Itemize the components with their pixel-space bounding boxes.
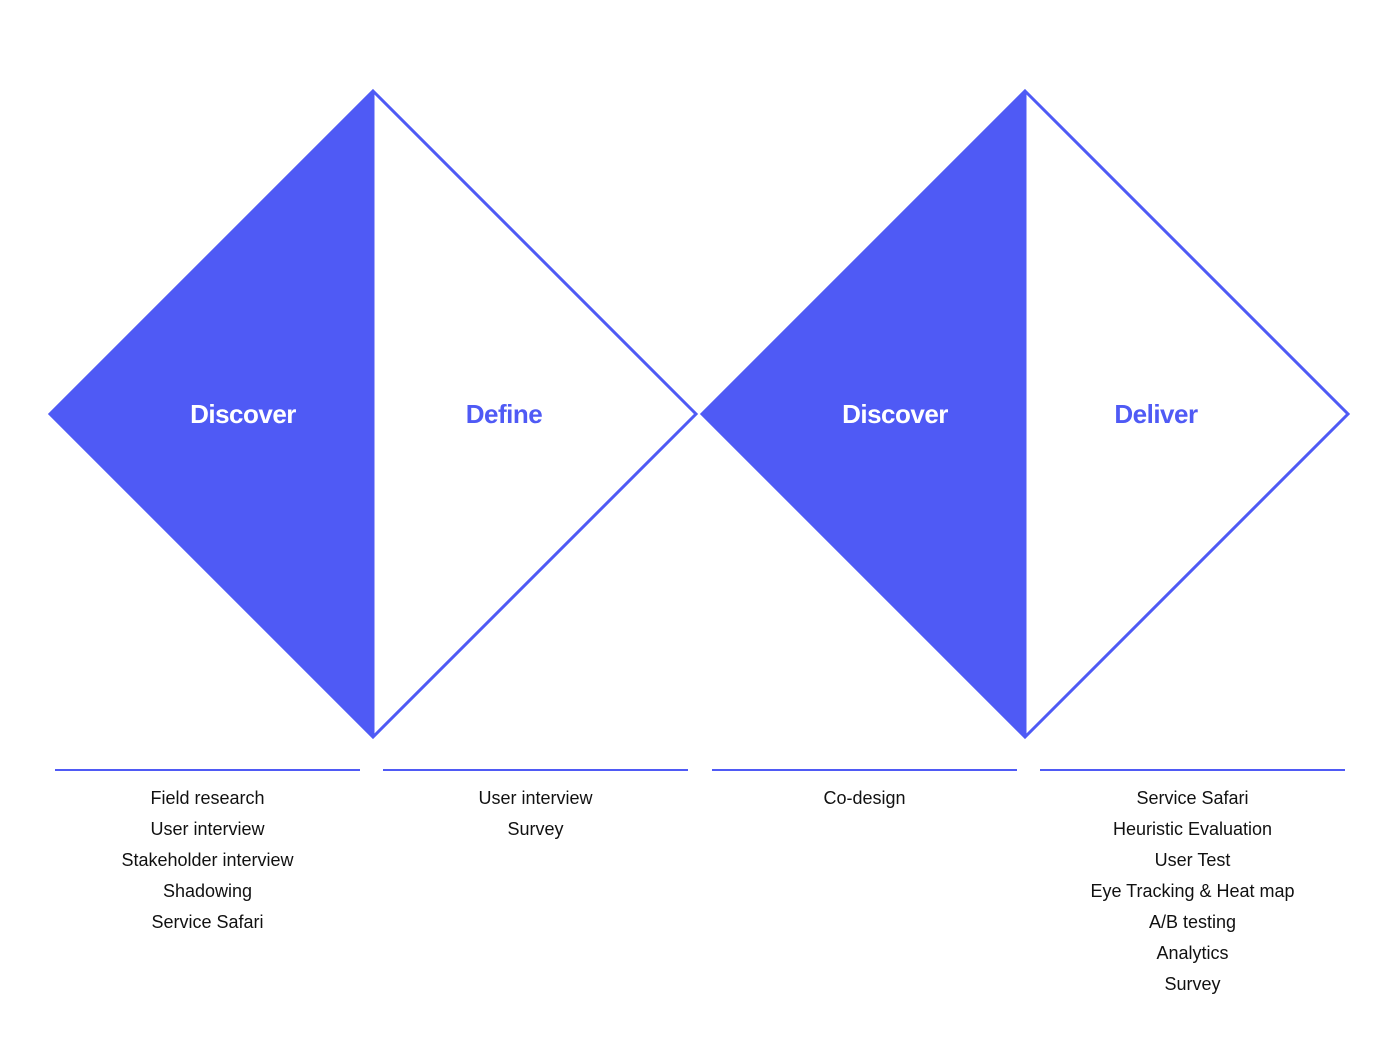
- method-item: Eye Tracking & Heat map: [1090, 881, 1295, 901]
- method-item: User Test: [1154, 850, 1231, 870]
- phase-label-discover-1: Discover: [190, 399, 296, 429]
- method-item: User interview: [150, 819, 265, 839]
- phase-label-discover-2: Discover: [842, 399, 948, 429]
- methods-list: Field research User interview Stakeholde…: [55, 783, 360, 938]
- method-item: Stakeholder interview: [121, 850, 294, 870]
- method-item: Heuristic Evaluation: [1112, 819, 1273, 839]
- method-item: User interview: [478, 788, 593, 808]
- diamond-2: [699, 88, 1351, 740]
- method-item: Survey: [507, 819, 564, 839]
- method-item: Analytics: [1156, 943, 1229, 963]
- methods-list: Service Safari Heuristic Evaluation User…: [1040, 783, 1345, 1000]
- methods-list: User interview Survey: [383, 783, 688, 845]
- method-item: Service Safari: [1136, 788, 1249, 808]
- methods-list: Co-design: [712, 783, 1017, 814]
- methods-column-discover-1: Field research User interview Stakeholde…: [55, 769, 360, 938]
- method-item: Co-design: [823, 788, 906, 808]
- method-item: Shadowing: [162, 881, 253, 901]
- methods-column-discover-2: Co-design: [712, 769, 1017, 814]
- method-item: Survey: [1164, 974, 1221, 994]
- diamond-2-filled-half: [702, 91, 1025, 737]
- diamond-1: [47, 88, 699, 740]
- method-item: Service Safari: [151, 912, 264, 932]
- phase-label-deliver: Deliver: [1114, 399, 1198, 429]
- methods-column-deliver: Service Safari Heuristic Evaluation User…: [1040, 769, 1345, 1000]
- phase-label-define: Define: [466, 399, 543, 429]
- method-item: Field research: [150, 788, 265, 808]
- methods-column-define: User interview Survey: [383, 769, 688, 845]
- method-item: A/B testing: [1148, 912, 1237, 932]
- diamond-1-filled-half: [50, 91, 373, 737]
